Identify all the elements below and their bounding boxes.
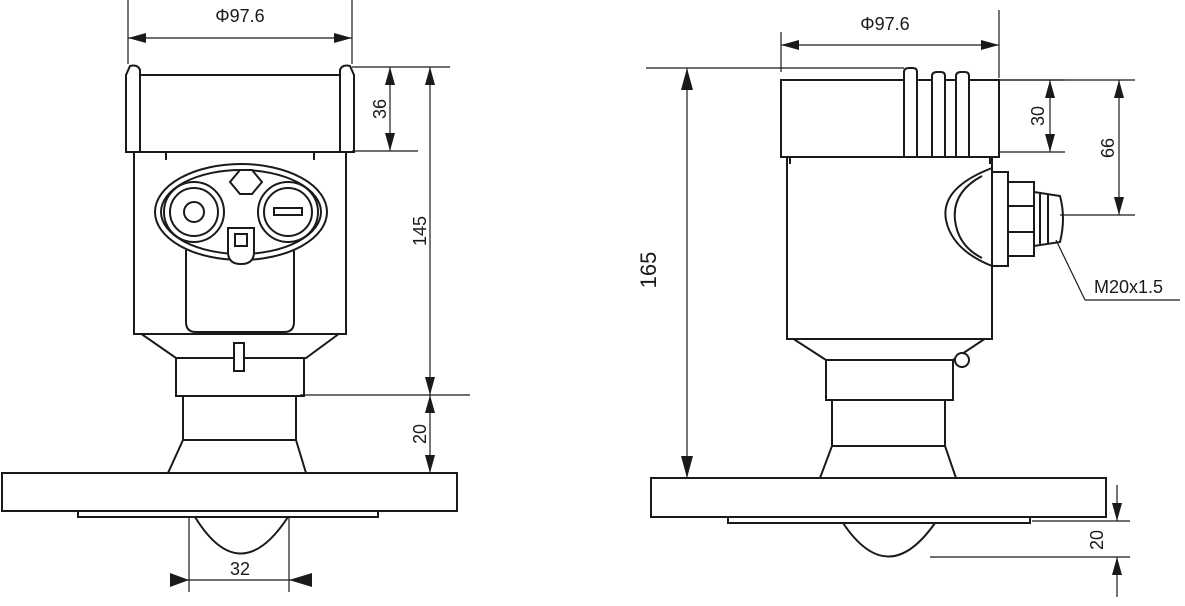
side-view [650,67,1107,558]
front-right-knob-slot [273,207,303,216]
front-h20-arrow-t [425,395,435,413]
front-lens-arrow-r [289,573,312,587]
side-cap-rib-2 [931,71,946,158]
front-left-knob [163,181,225,243]
front-lens-dome [194,516,289,555]
front-h36-arrow-t [385,67,395,85]
front-gasket [77,510,379,518]
front-dia-arrow-l [128,33,146,43]
front-lens-arrow-l [170,573,189,587]
front-height-cap-label: 36 [370,99,390,119]
side-dia-arrow-r [981,40,999,50]
side-height-total-label: 165 [636,252,661,289]
side-dia-arrow-l [781,40,799,50]
front-horn [166,395,308,474]
front-left-knob-center [183,201,205,223]
side-gland-thread-label: M20x1.5 [1094,277,1163,297]
front-diameter-label: Φ97.6 [215,6,264,26]
front-height-horn-label: 20 [410,424,430,444]
side-neck [825,359,954,401]
front-h20-arrow-b [425,455,435,473]
side-flange [650,477,1107,518]
side-gland-base [991,171,1009,267]
side-h30-arrow-b [1045,134,1055,152]
side-cap-rib-3 [955,71,970,158]
front-cap-left-clip [125,64,141,153]
front-hex-screw [228,169,264,195]
side-h66-arrow-t [1114,80,1124,98]
front-lock-square [234,233,248,247]
side-lens-depth-label: 20 [1087,530,1107,550]
front-right-knob-ring [263,187,313,237]
side-cap-rib-1 [903,67,918,158]
side-vent [954,352,970,368]
side-gland-nut [1007,181,1035,257]
front-body-panel [185,250,295,333]
front-vent-tab [233,342,245,372]
front-h145-arrow-t [425,67,435,85]
side-h20-arrow-b [1112,557,1122,575]
side-h66-arrow-b [1114,197,1124,215]
front-h145-arrow-b [425,377,435,395]
front-lens-width-label: 32 [230,559,250,579]
side-h165-arrow-b [681,456,693,478]
side-h20-arrow-t [1112,503,1122,521]
side-height-gland-label: 66 [1098,138,1118,158]
side-thread-leader [1055,239,1086,301]
front-h36-arrow-b [385,133,395,151]
front-height-body-label: 145 [410,216,430,246]
front-left-knob-ring [169,187,219,237]
side-diameter-label: Φ97.6 [860,14,909,34]
front-dia-arrow-r [334,33,352,43]
side-gasket [727,516,1031,524]
side-h30-arrow-t [1045,80,1055,98]
side-height-cap-label: 30 [1028,106,1048,126]
side-h165-arrow-t [681,68,693,90]
side-display-bulge-inner [953,175,983,259]
front-flange [1,472,458,512]
front-view [1,64,458,555]
front-dimensions: Φ97.6 36 145 20 32 [127,0,470,592]
front-cap [131,74,349,153]
front-cap-right-clip [339,64,355,153]
side-horn [818,399,958,479]
side-lens-dome [842,522,936,558]
side-display-bulge [944,166,993,268]
side-dimensions: Φ97.6 165 30 66 M20x1.5 20 [636,10,1180,597]
